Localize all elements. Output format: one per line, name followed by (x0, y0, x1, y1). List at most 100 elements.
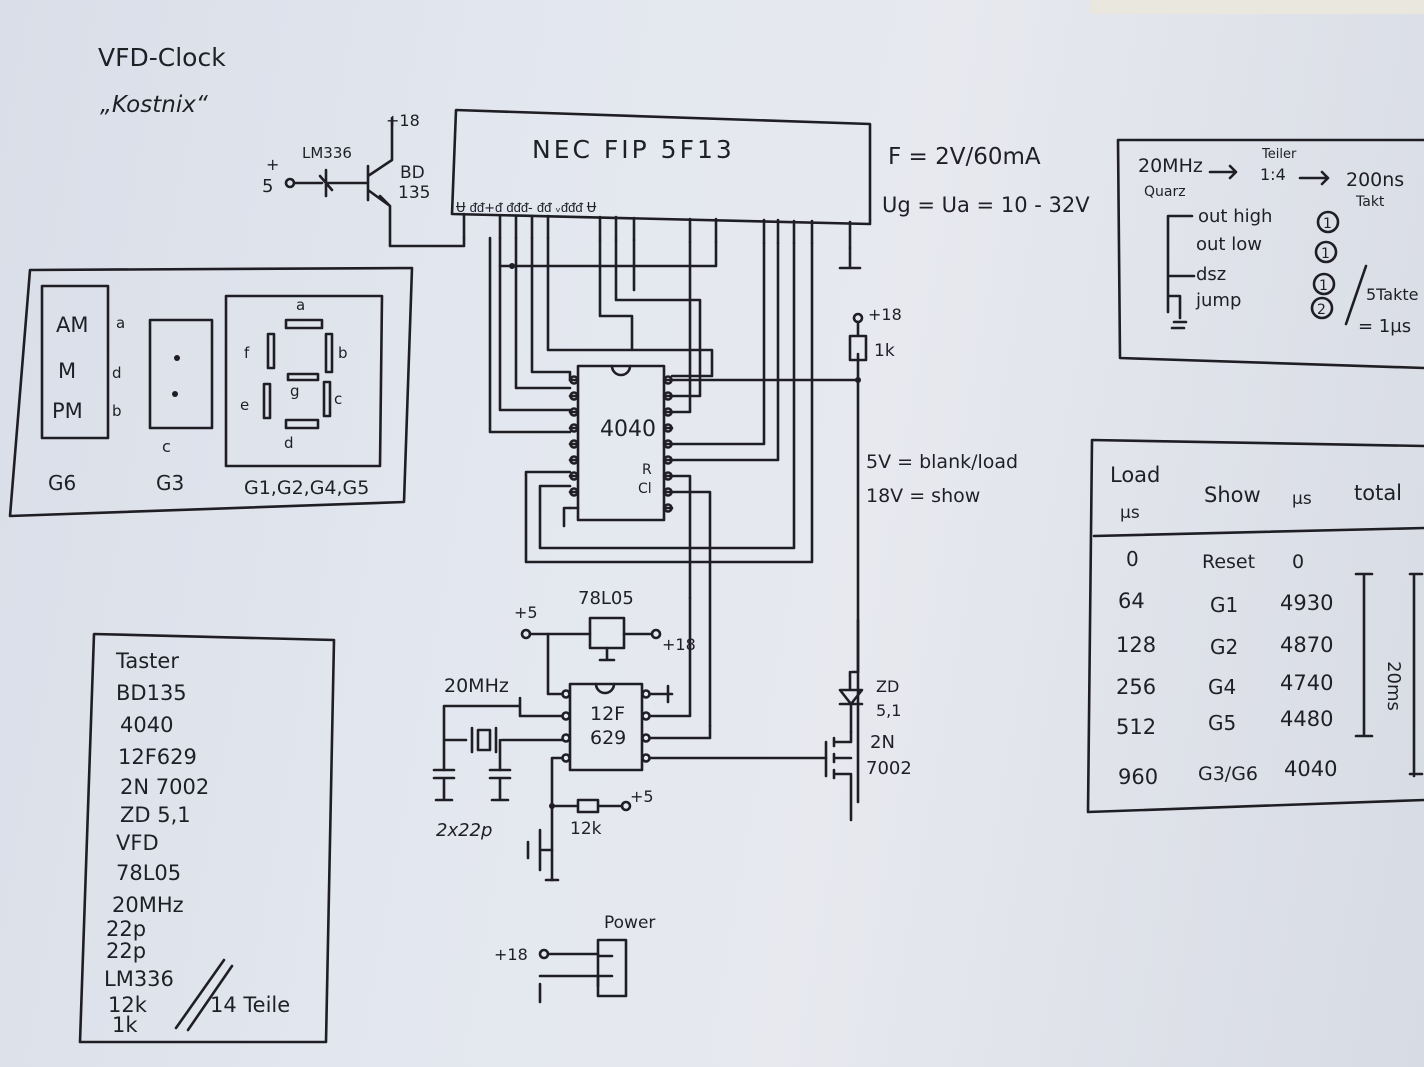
timing-step-3: dsz (1196, 264, 1226, 285)
table-show-0: 0 (1292, 551, 1304, 573)
timing-clock: 20MHz (1138, 155, 1203, 177)
bd135-label: BD (400, 163, 425, 183)
lm336-label: LM336 (302, 144, 352, 162)
table-load-2: 128 (1116, 633, 1156, 657)
table-grid-4: G5 (1208, 711, 1236, 735)
part-item: Taster (115, 649, 179, 673)
part-item: BD135 (116, 681, 187, 705)
chip-4040-label: 4040 (600, 417, 656, 442)
power-18v-label: +18 (494, 945, 528, 964)
part-item: 12F629 (118, 745, 197, 769)
legend-am: AM (56, 313, 88, 337)
digit-legend: AM M PM a d b c a b c d e f g G6 G3 G1,G… (8, 266, 414, 518)
vfd-pin-labels: Ʉ ᵭᵭ+ᵭ ᵭᵭᵭ- ᵭᵭ ᵥᵭᵭᵭ Ʉ (456, 201, 597, 216)
grid-g3-label: G3 (156, 471, 184, 495)
segment-g: g (290, 382, 300, 400)
blank-load-note: 5V = blank/load (866, 451, 1018, 473)
resistor-1k-label: 1k (874, 341, 895, 361)
pullup-12k-label: 12k (570, 819, 602, 839)
regulator-out-label: +5 (514, 603, 538, 622)
regulator-in-label: +18 (662, 635, 696, 654)
vfd-voltage-spec: Ug = Ua = 10 - 32V (882, 193, 1090, 217)
caps-label: 2x22p (436, 820, 492, 841)
parts-count: 14 Teile (210, 993, 290, 1017)
table-load-0: 0 (1126, 547, 1139, 571)
fet-label-b: 7002 (866, 758, 912, 779)
timing-note-b: = 1µs (1358, 316, 1411, 337)
timing-cycles-1: 1 (1323, 216, 1332, 232)
resistor-1k: +18 1k (848, 305, 902, 362)
parts-items: Taster BD135 4040 12F629 2N 7002 ZD 5,1 … (104, 649, 216, 1037)
drawing-title: VFD-Clock (98, 43, 226, 72)
table-show-1: 4930 (1280, 591, 1333, 615)
legend-seg-a: a (116, 314, 125, 332)
timing-divider-label: Teiler (1261, 147, 1297, 162)
segment-f: f (244, 344, 250, 362)
pic-label-a: 12F (590, 703, 625, 725)
pin-reset-label: R (642, 462, 652, 478)
part-item: ZD 5,1 (120, 803, 191, 827)
timing-period: 200ns (1346, 169, 1404, 191)
crystal-label: 20MHz (444, 675, 509, 697)
table-load-4: 512 (1116, 715, 1156, 739)
timing-cycles-2: 1 (1321, 246, 1330, 262)
legend-seg-d: d (112, 364, 122, 382)
segment-e: e (240, 396, 249, 414)
pic-label-b: 629 (590, 727, 626, 749)
part-item: 22p (106, 917, 146, 941)
parts-list: Taster BD135 4040 12F629 2N 7002 ZD 5,1 … (78, 632, 336, 1044)
part-item: VFD (116, 831, 159, 855)
table-show-3: 4740 (1280, 671, 1333, 695)
segment-b: b (338, 344, 348, 362)
table-head-total: total (1354, 481, 1402, 505)
bd135-number: 135 (398, 183, 430, 203)
timing-table: Load µs Show µs total 0 Reset 0 64 G1 49… (1086, 438, 1424, 814)
show-note: 18V = show (866, 485, 980, 507)
drawing-subtitle: „Kostnix“ (100, 92, 208, 118)
power-label: Power (604, 913, 655, 933)
zener-label-a: ZD (876, 677, 899, 696)
legend-colon-c: c (162, 437, 171, 456)
timing-clock-word: Takt (1355, 194, 1385, 210)
table-load-3: 256 (1116, 675, 1156, 699)
timing-quartz: Quarz (1144, 184, 1186, 200)
part-item: 12k (108, 993, 148, 1017)
vfd-filament-spec: F = 2V/60mA (888, 144, 1041, 170)
part-item: 4040 (120, 713, 173, 737)
timing-box: 20MHz Teiler 1:4 200ns Quarz Takt out hi… (1116, 138, 1424, 370)
timing-step-1: out high (1198, 206, 1272, 227)
crystal-circuit: 20MHz 2x22p (432, 675, 564, 841)
pic-12f629: 12F 629 (561, 596, 828, 772)
table-head-load-unit: µs (1120, 503, 1140, 523)
part-item: 20MHz (112, 893, 184, 917)
table-head-load: Load (1110, 463, 1160, 487)
regulator-label: 78L05 (578, 588, 634, 609)
timing-step-4: jump (1195, 290, 1241, 311)
segment-d: d (284, 434, 294, 452)
table-show-2: 4870 (1280, 633, 1333, 657)
zener-and-fet: ZD 5,1 2N 7002 (824, 618, 912, 822)
table-total-20ms: 20ms (1383, 661, 1404, 711)
part-item: 22p (106, 939, 146, 963)
legend-pm: PM (52, 399, 83, 423)
table-load-5: 960 (1118, 765, 1158, 789)
supply-plus-label: + (266, 155, 279, 174)
table-grid-5: G3/G6 (1198, 763, 1258, 785)
vfd-tube: NEC FIP 5F13 Ʉ ᵭᵭ+ᵭ ᵭᵭᵭ- ᵭᵭ ᵥᵭᵭᵭ Ʉ (450, 108, 872, 250)
fet-label-a: 2N (870, 732, 895, 753)
table-grid-0: Reset (1202, 551, 1255, 573)
grid-g1245-label: G1,G2,G4,G5 (244, 477, 369, 499)
part-item: LM336 (104, 967, 174, 991)
timing-cycles-3: 1 (1319, 278, 1328, 294)
timing-divider-ratio: 1:4 (1260, 165, 1286, 184)
table-show-4: 4480 (1280, 707, 1333, 731)
pin-clock-label: Cl (638, 481, 652, 497)
vfd-to-counter-wiring (488, 236, 861, 804)
segment-c: c (334, 390, 342, 408)
vfd-name: NEC FIP 5F13 (532, 135, 735, 164)
legend-seg-b: b (112, 402, 122, 420)
vfd-ground (838, 246, 862, 270)
table-grid-2: G2 (1210, 635, 1238, 659)
table-head-show: Show (1204, 483, 1261, 507)
